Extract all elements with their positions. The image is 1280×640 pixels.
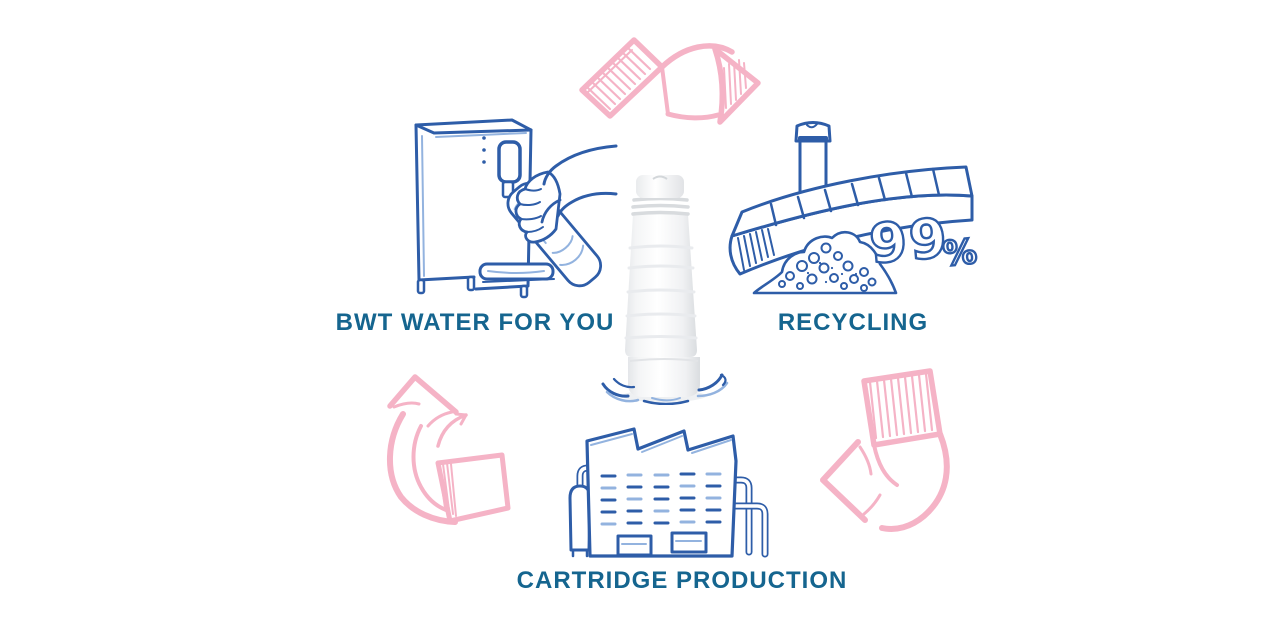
recycle-arrow-left-icon	[387, 374, 511, 525]
factory-building	[585, 427, 738, 558]
filter-cartridge-image	[601, 175, 729, 405]
cartridge-body	[625, 214, 697, 357]
hand	[514, 170, 562, 244]
label-recycling: RECYCLING	[777, 309, 929, 336]
recycling-stat: 99 %	[866, 205, 978, 277]
recycling-plant-illustration: 99 %	[728, 121, 978, 295]
recycling-rate-percent-sign: %	[941, 232, 978, 275]
recycle-arrow-right-icon	[820, 368, 950, 532]
water-ripples	[601, 373, 729, 405]
factory-windows	[600, 472, 722, 526]
arm	[540, 144, 618, 224]
cartridge-threads	[631, 196, 690, 216]
granulate-pile	[752, 230, 898, 295]
recycling-rate-value: 99	[867, 206, 951, 276]
recycle-arrow-top-icon	[579, 37, 761, 125]
factory-doors	[616, 531, 708, 557]
cartridge-base	[628, 357, 700, 397]
dispenser-tap	[497, 140, 522, 184]
factory-pipes	[724, 476, 769, 558]
factory-illustration	[568, 427, 769, 558]
label-bwt-water-for-you: BWT WATER FOR YOU	[335, 309, 615, 336]
water-dispenser-illustration	[414, 118, 618, 299]
cartridge-cap	[636, 175, 684, 198]
factory-tank	[568, 464, 602, 558]
drip-tray	[478, 262, 555, 283]
label-cartridge-production: CARTRIDGE PRODUCTION	[516, 567, 848, 594]
